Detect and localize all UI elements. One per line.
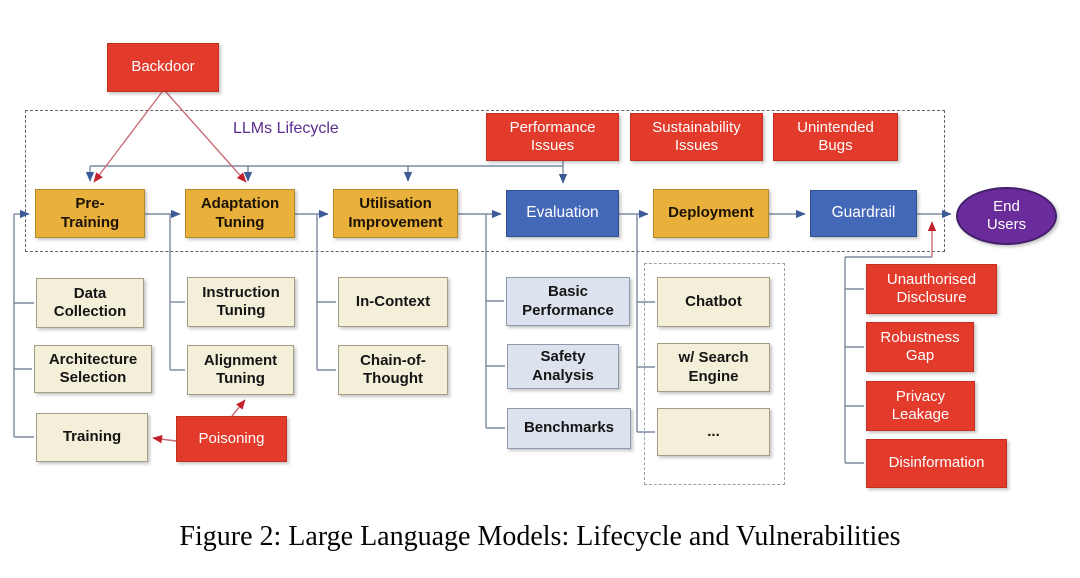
stage-evaluation: Evaluation [506, 190, 619, 237]
substage-safety-analysis: Safety Analysis [507, 344, 619, 389]
backdoor-box: Backdoor [107, 43, 219, 92]
substage-in-context: In-Context [338, 277, 448, 327]
llms-lifecycle-label: LLMs Lifecycle [233, 120, 339, 137]
substage-benchmarks: Benchmarks [507, 408, 631, 449]
substage-w-search-engine: w/ Search Engine [657, 343, 770, 392]
stage-deployment: Deployment [653, 189, 769, 238]
substage-chatbot: Chatbot [657, 277, 770, 327]
stage-pre-training: Pre- Training [35, 189, 145, 238]
substage-chain-of-thought: Chain-of- Thought [338, 345, 448, 395]
substage-architecture-selection: Architecture Selection [34, 345, 152, 393]
figure-caption: Figure 2: Large Language Models: Lifecyc… [179, 521, 901, 552]
stage-adaptation-tuning: Adaptation Tuning [185, 189, 295, 238]
robustness-gap-box: Robustness Gap [866, 322, 974, 372]
performance-issues-box: Performance Issues [486, 113, 619, 161]
unauthorised-disclosure-box: Unauthorised Disclosure [866, 264, 997, 314]
substage-basic-performance: Basic Performance [506, 277, 630, 326]
substage-data-collection: Data Collection [36, 278, 144, 328]
unintended-bugs-box: Unintended Bugs [773, 113, 898, 161]
substage-ellipsis: ... [657, 408, 770, 456]
deployment-examples-dashed-container [644, 263, 785, 485]
privacy-leakage-box: Privacy Leakage [866, 381, 975, 431]
sustainability-issues-box: Sustainability Issues [630, 113, 763, 161]
substage-instruction-tuning: Instruction Tuning [187, 277, 295, 327]
llms-lifecycle-dashed-boundary [25, 110, 945, 252]
stage-guardrail: Guardrail [810, 190, 917, 237]
substage-training: Training [36, 413, 148, 462]
end-users-ellipse: End Users [956, 187, 1057, 245]
poisoning-box: Poisoning [176, 416, 287, 462]
substage-alignment-tuning: Alignment Tuning [187, 345, 294, 395]
disinformation-box: Disinformation [866, 439, 1007, 488]
stage-utilisation-improvement: Utilisation Improvement [333, 189, 458, 238]
